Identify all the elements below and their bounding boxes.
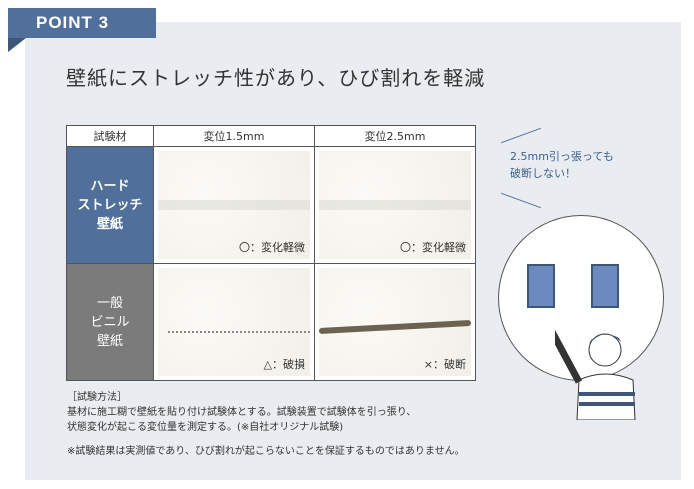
speech-text: 2.5mm引っ張っても 破断しない！ (510, 148, 614, 182)
speech-line-1: 2.5mm引っ張っても (510, 150, 614, 163)
header-displacement-2-5: 変位2.5mm (314, 125, 476, 147)
label-line: 壁紙 (96, 333, 123, 349)
test-results-table: 試験材 変位1.5mm 変位2.5mm ハード ストレッチ 壁紙 〇：変化軽微 … (66, 125, 476, 381)
sample-photo: 〇：変化軽微 (158, 151, 310, 259)
illustration-bubble (498, 215, 664, 381)
label-line: ストレッチ (77, 197, 143, 213)
header-displacement-1-5: 変位1.5mm (153, 125, 315, 147)
point-badge: POINT 3 (8, 8, 156, 38)
label-line: ビニル (90, 314, 130, 330)
label-line: 一般 (96, 295, 123, 311)
row-label-vinyl: 一般 ビニル 壁紙 (66, 263, 154, 381)
sample-photo: △：破損 (158, 268, 310, 376)
result-label: ×：破断 (423, 358, 466, 371)
speech-line-2: 破断しない！ (510, 167, 576, 180)
person-pointing-icon (555, 329, 636, 420)
result-cell: ×：破断 (314, 263, 476, 381)
label-line: 壁紙 (96, 216, 123, 232)
badge-fold (8, 38, 26, 52)
disclaimer-note: ※試験結果は実測値であり、ひび割れが起こらないことを保証するものではありません。 (67, 446, 465, 457)
door-icon (527, 264, 555, 308)
method-heading: ［試験方法］ (67, 392, 127, 403)
result-cell: △：破損 (153, 263, 315, 381)
header-material: 試験材 (66, 125, 154, 147)
sample-photo: ×：破断 (319, 268, 471, 376)
page-title: 壁紙にストレッチ性があり、ひび割れを軽減 (66, 66, 486, 90)
result-label: △：破損 (263, 358, 305, 371)
sample-photo: 〇：変化軽微 (319, 151, 471, 259)
method-line: 基材に施工糊で壁紙を貼り付け試験体とする。試験装置で試験体を引っ張り、 (67, 407, 417, 418)
result-label: 〇：変化軽微 (400, 241, 466, 254)
label-line: ハード (90, 178, 130, 194)
door-icon (591, 264, 619, 308)
result-cell: 〇：変化軽微 (153, 146, 315, 264)
result-cell: 〇：変化軽微 (314, 146, 476, 264)
method-line: 状態変化が起こる変位量を測定する。(※自社オリジナル試験) (67, 422, 344, 433)
row-label-hard-stretch: ハード ストレッチ 壁紙 (66, 146, 154, 264)
test-method: ［試験方法］ 基材に施工糊で壁紙を貼り付け試験体とする。試験装置で試験体を引っ張… (67, 390, 416, 435)
result-label: 〇：変化軽微 (239, 241, 305, 254)
